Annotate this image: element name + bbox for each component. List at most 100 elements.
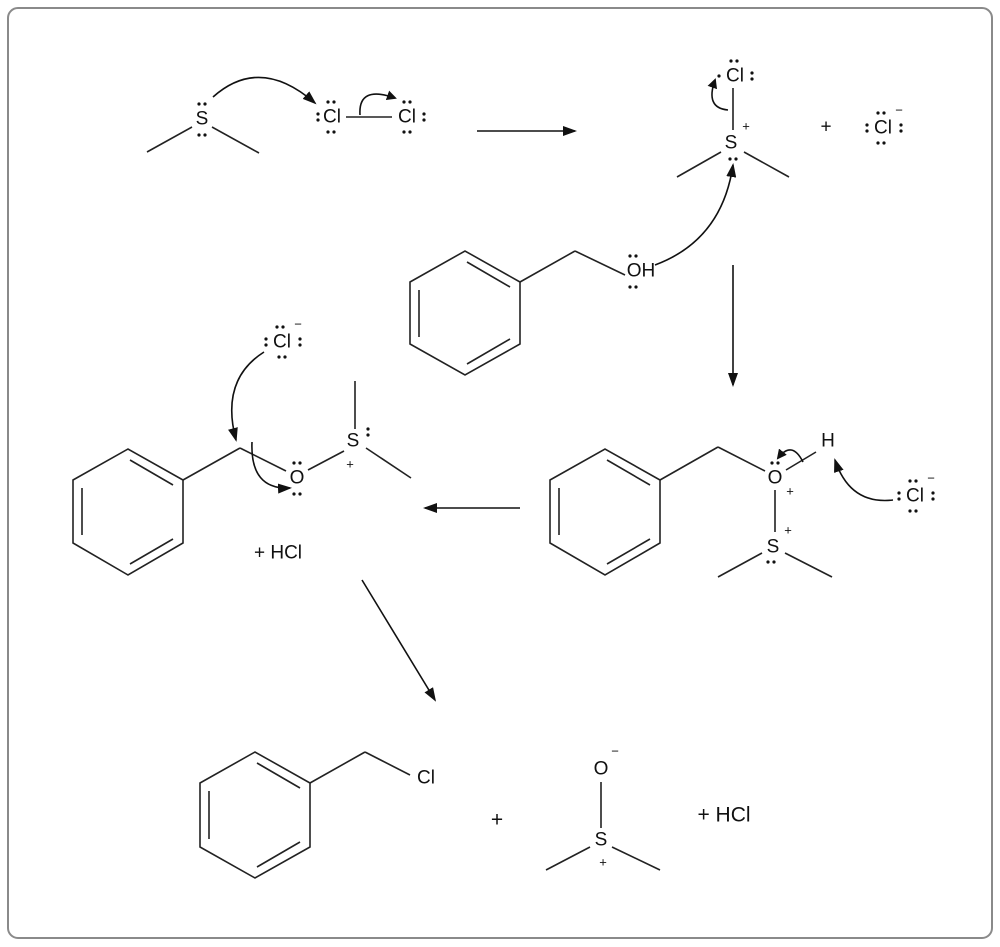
lone-pair [931,491,935,501]
lone-pair [876,141,886,145]
benzyl-chloride: Cl [199,751,435,879]
chlorine-atom: Cl [874,118,892,139]
chloride-ion-2: Cl − [897,471,935,513]
sulfur-atom: S [595,830,608,851]
lone-pair-electron [292,461,296,465]
positive-charge: + [742,119,750,134]
dimethyl-sulfide: S [146,102,260,154]
lone-pair-electron [277,355,281,359]
lone-pair-electron [316,112,320,116]
lone-pair [770,461,780,465]
chlorine-atom: Cl [398,107,416,128]
lone-pair-electron [402,100,406,104]
lone-pair [422,112,426,122]
chlorine-atom: Cl [726,66,744,87]
positive-charge: + [346,457,354,472]
lone-pair [865,123,869,133]
lone-pair-electron [298,343,302,347]
lone-pair-electron [281,325,285,329]
lone-pair-electron [326,130,330,134]
chlorine-atom: Cl [273,332,291,353]
chlorine-atom: Cl [906,486,924,507]
lone-pair-electron [298,337,302,341]
lone-pair [897,491,901,501]
lone-pair-electron [882,111,886,115]
lone-pair [298,337,302,347]
negative-charge: − [927,471,935,486]
lone-pair-electron [264,337,268,341]
lone-pair [908,509,918,513]
lone-pair-electron [876,141,880,145]
lone-pair [728,157,738,161]
sulfur-atom: S [725,133,738,154]
lone-pair-electron [628,285,632,289]
lone-pair-electron [264,343,268,347]
sulfur-atom: S [196,109,209,130]
lone-pair-electron [634,285,638,289]
lone-pair-electron [298,492,302,496]
lone-pair-electron [316,118,320,122]
lone-pair-electron [897,497,901,501]
lone-pair-electron [750,71,754,75]
lone-pair [876,111,886,115]
lone-pair-electron [197,133,201,137]
lone-pair-electron [899,123,903,127]
positive-charge: + [786,484,794,499]
lone-pair-electron [908,479,912,483]
curved-arrow-s-cl-cleavage [707,78,729,111]
negative-charge: − [611,744,619,759]
lone-pair-electron [332,100,336,104]
sulfur-atom: S [767,537,780,558]
lone-pair-electron [776,461,780,465]
lone-pair [750,71,754,81]
lone-pair-electron [422,118,426,122]
lone-pair-electron [876,111,880,115]
lone-pair [402,130,412,134]
hcl-byproduct-2: + HCl [697,804,750,827]
lone-pair-electron [275,325,279,329]
lone-pair [316,112,320,122]
curved-arrow-cl-attack [228,351,265,442]
lone-pair [729,59,739,63]
lone-pair-electron [770,461,774,465]
chlorine-molecule: Cl Cl [316,100,426,134]
lone-pair-electron [408,100,412,104]
lone-pair-electron [422,112,426,116]
lone-pair [326,100,336,104]
lone-pair [292,461,302,465]
negative-charge: − [895,103,903,118]
lone-pair [277,355,287,359]
chloride-ion-3: Cl − [264,317,302,359]
lone-pair-electron [931,497,935,501]
lone-pair [766,560,776,564]
lone-pair [366,427,370,437]
lone-pair-electron [897,491,901,495]
lone-pair-electron [729,59,733,63]
lone-pair-electron [197,102,201,106]
lone-pair-electron [634,254,638,258]
lone-pair [326,130,336,134]
sulfur-atom: S [347,431,360,452]
chlorine-atom: Cl [323,107,341,128]
hydrogen-atom: H [821,431,835,452]
lone-pair-electron [292,492,296,496]
plus-sign-2: + [491,809,503,832]
curved-arrow-oh-bond [776,448,804,463]
oxygen-atom: O [768,468,783,489]
frame [7,7,993,939]
lone-pair-electron [772,560,776,564]
lone-pair-electron [298,461,302,465]
lone-pair-electron [402,130,406,134]
lone-pair [275,325,285,329]
lone-pair-electron [283,355,287,359]
lone-pair-electron [366,433,370,437]
lone-pair-electron [326,100,330,104]
positive-charge: + [599,855,607,870]
oxygen-atom: O [290,468,305,489]
lone-pair [402,100,412,104]
lone-pair-electron [203,102,207,106]
lone-pair-electron [728,157,732,161]
protonated-alkoxysulfonium: O + H S + [549,431,835,578]
lone-pair-electron [628,254,632,258]
chlorosulfonium-ion: Cl S + [676,59,790,178]
